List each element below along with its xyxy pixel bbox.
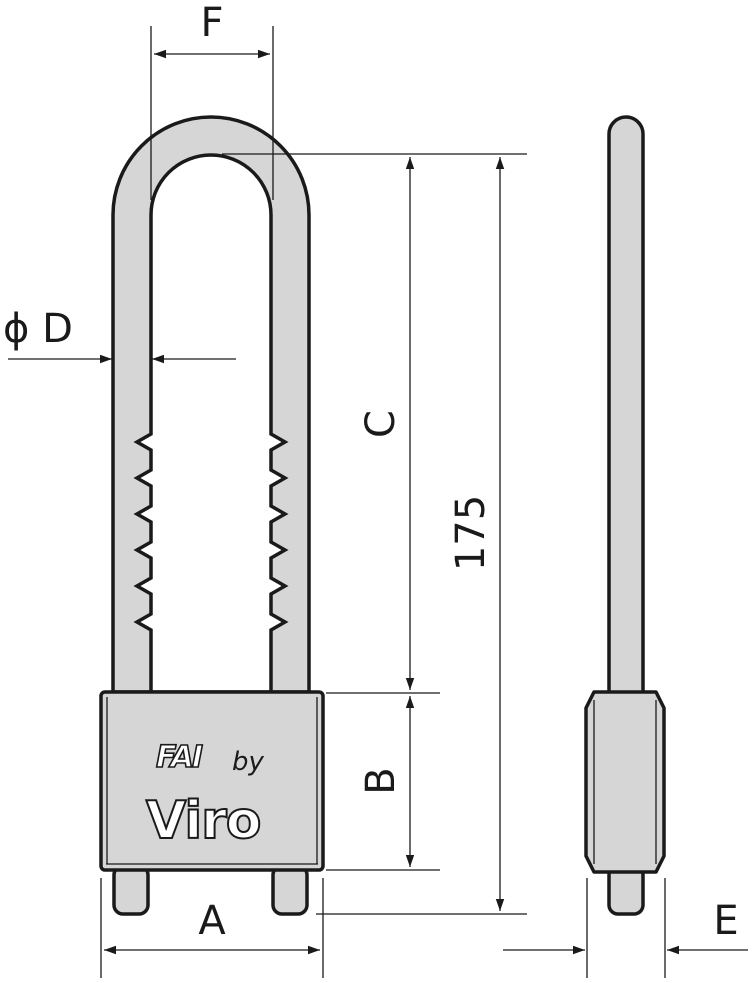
front-view: FAI by Viro <box>99 115 325 916</box>
dim-label-overall-height: 175 <box>448 495 494 571</box>
brand-by: by <box>232 747 265 777</box>
lock-body <box>99 690 325 872</box>
dim-label-A: A <box>198 898 226 944</box>
brand-name: Viro <box>146 791 261 851</box>
shackle-leg-left-end <box>112 864 150 916</box>
shackle-inner-opening <box>133 153 289 694</box>
side-shackle <box>607 115 645 697</box>
side-body <box>584 690 666 874</box>
dim-label-C: C <box>358 410 404 438</box>
brand-maker: FAI <box>156 740 203 775</box>
side-view <box>584 115 666 916</box>
shackle-leg-right-end <box>271 864 309 916</box>
dim-label-D: ϕ D <box>3 306 73 352</box>
dim-label-B: B <box>358 767 404 794</box>
dim-label-F: F <box>200 0 223 46</box>
dim-label-E: E <box>713 898 738 944</box>
dimension-lines <box>8 26 748 978</box>
